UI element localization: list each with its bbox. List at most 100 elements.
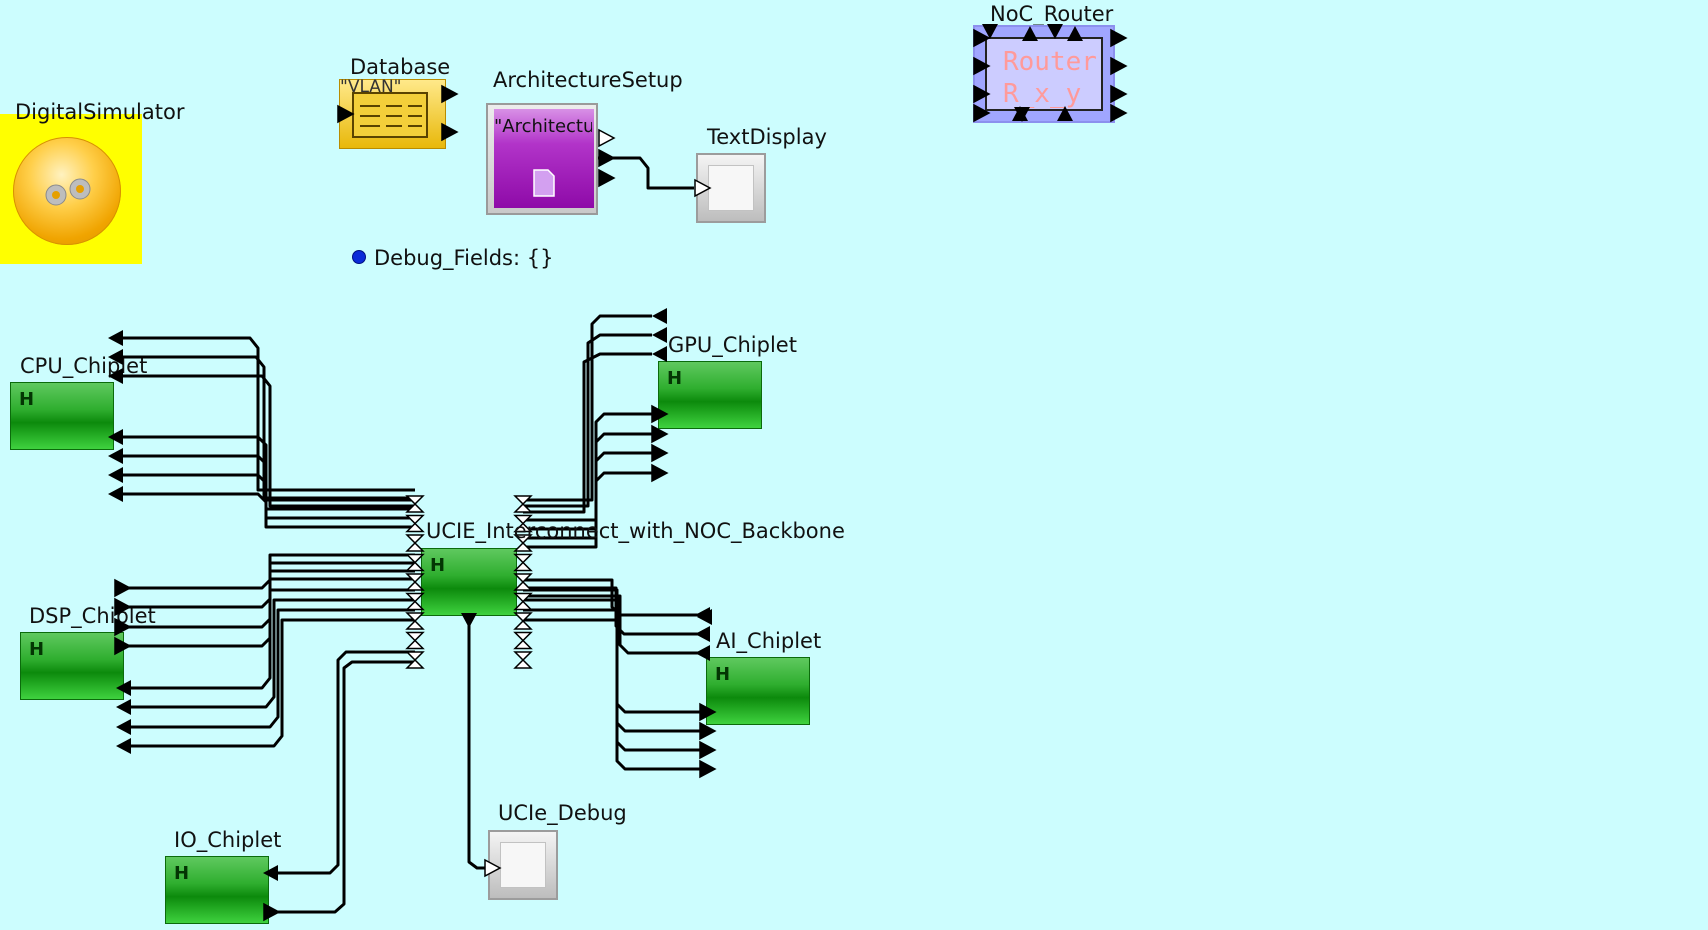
architecture-output-arrow — [598, 168, 616, 188]
router-port-arrow — [1014, 107, 1030, 122]
cpu-port-arrow — [108, 448, 123, 464]
multiport-icon — [405, 592, 425, 611]
multiport-icon — [513, 534, 533, 552]
ai-input-wire — [523, 608, 700, 752]
gpu-input-wire — [523, 471, 652, 549]
gpu-input-wire — [523, 432, 652, 531]
architecture-setup-value: "Architectu... — [494, 116, 592, 137]
cpu-port-arrow — [108, 467, 123, 483]
router-port-arrow — [973, 28, 991, 48]
database-tag: "VLAN" — [340, 77, 402, 97]
io-output-wire — [278, 650, 415, 875]
multiport-icon — [513, 592, 533, 611]
ai-port-arrow — [699, 740, 717, 760]
multiport-icon — [405, 514, 425, 533]
gpu-chiplet-actor[interactable]: H — [658, 361, 762, 429]
ai-output-wire — [523, 594, 710, 655]
debug-fields-name: Debug_Fields: — [374, 246, 521, 270]
dsp-input-wire — [124, 608, 415, 729]
dsp-input-wire — [124, 588, 415, 690]
debug-fields-value: {} — [526, 246, 554, 270]
gpu-output-wire — [523, 333, 652, 508]
multiport-icon — [405, 534, 425, 552]
router-port-arrow — [1110, 84, 1128, 104]
ai-input-wire — [523, 618, 700, 771]
cpu-chiplet-actor[interactable]: H — [10, 382, 114, 450]
parameter-dot-icon — [352, 250, 366, 264]
dsp-port-arrow — [116, 738, 131, 754]
dsp-chiplet-actor[interactable]: H — [20, 632, 124, 700]
io-chiplet-actor[interactable]: H — [165, 856, 269, 924]
gpu-port-arrow — [652, 346, 667, 362]
debug-wire — [467, 618, 486, 870]
io-chiplet-label: IO_Chiplet — [174, 828, 282, 852]
cpu-port-arrow — [108, 349, 123, 365]
document-icon — [532, 168, 556, 198]
cpu-output-wire — [112, 355, 415, 500]
multiport-icon — [405, 612, 425, 630]
router-port-arrow — [973, 103, 991, 123]
gpu-port-arrow — [651, 424, 669, 444]
noc-router-actor[interactable]: Router R_x_y — [973, 25, 1115, 123]
text-display-input-arrow — [694, 178, 712, 198]
gpu-output-wire — [523, 352, 652, 514]
router-port-arrow — [1047, 24, 1063, 39]
ai-chiplet-actor[interactable]: H — [706, 657, 810, 725]
multiport-icon — [513, 612, 533, 630]
cpu-port-arrow — [108, 486, 123, 502]
cpu-input-wire — [112, 454, 415, 511]
ucie-debug-actor[interactable] — [488, 830, 558, 900]
ai-port-arrow — [695, 645, 710, 661]
ai-port-arrow — [699, 721, 717, 741]
router-port-arrow — [1067, 26, 1083, 41]
router-text-line2: R_x_y — [1003, 79, 1082, 109]
gpu-output-wire — [523, 314, 652, 502]
gpu-input-wire — [523, 451, 652, 540]
io-port-arrow — [263, 902, 281, 922]
database-input-arrow — [337, 104, 355, 124]
director-label: DigitalSimulator — [15, 100, 185, 124]
multiport-icon — [513, 553, 533, 572]
dsp-port-arrow — [114, 578, 132, 598]
multiport-icon — [513, 631, 533, 650]
dsp-port-arrow — [114, 597, 132, 617]
router-text-line1: Router — [1003, 47, 1097, 77]
database-output-arrow — [441, 122, 459, 142]
ai-chiplet-label: AI_Chiplet — [716, 629, 822, 653]
dsp-port-arrow — [114, 636, 132, 656]
multiport-icon — [405, 631, 425, 650]
cpu-port-arrow — [108, 330, 123, 346]
database-label: Database — [350, 55, 451, 79]
table-icon — [352, 92, 428, 138]
gpu-port-arrow — [651, 443, 669, 463]
gpu-chiplet-label: GPU_Chiplet — [668, 333, 797, 357]
cpu-input-wire — [112, 435, 415, 502]
dsp-port-arrow — [114, 617, 132, 637]
io-port-arrow — [263, 865, 278, 881]
cpu-output-wire — [112, 374, 415, 508]
router-port-arrow — [1110, 28, 1128, 48]
gears-icon — [13, 137, 121, 245]
cpu-port-arrow — [108, 368, 123, 384]
architecture-output-wire — [598, 156, 694, 190]
architecture-setup-label: ArchitectureSetup — [493, 68, 683, 92]
gpu-port-arrow — [652, 327, 667, 343]
debug-fields-parameter[interactable]: Debug_Fields: {} — [352, 246, 553, 270]
multiport-icon — [513, 573, 533, 591]
cpu-input-wire — [112, 473, 415, 520]
router-port-arrow — [1057, 106, 1073, 121]
ai-output-wire — [523, 578, 710, 617]
gpu-input-wire — [523, 412, 652, 522]
multiport-icon — [513, 651, 533, 669]
router-port-arrow — [982, 24, 998, 39]
multiport-icon — [513, 514, 533, 533]
gpu-port-arrow — [652, 308, 667, 324]
router-port-arrow — [973, 84, 991, 104]
router-port-arrow — [1110, 56, 1128, 76]
ai-port-arrow — [695, 626, 710, 642]
dsp-input-wire — [124, 598, 415, 709]
text-display-label: TextDisplay — [707, 125, 827, 149]
architecture-output-arrow — [598, 148, 616, 168]
ai-port-arrow — [699, 759, 717, 779]
multiport-icon — [405, 495, 425, 513]
